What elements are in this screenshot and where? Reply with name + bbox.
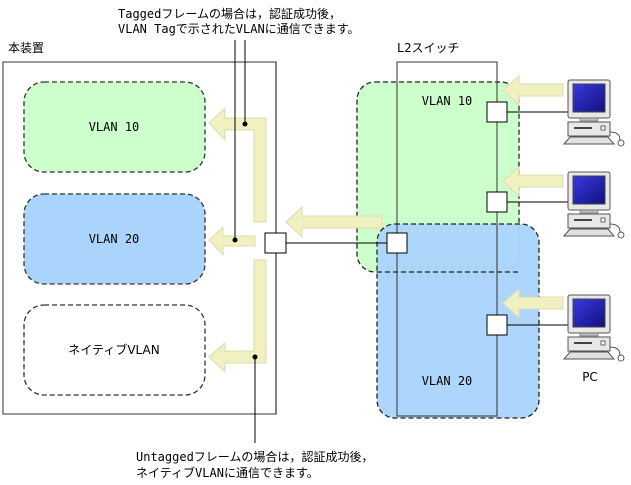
pc-label: PC bbox=[582, 370, 598, 384]
untagged-annotation-line2: ネイティブVLANに通信できます。 bbox=[136, 465, 319, 480]
device-title: 本装置 bbox=[8, 41, 44, 55]
switch-port-1 bbox=[486, 101, 508, 123]
arrow-to-vlan20-icon bbox=[208, 225, 256, 257]
pc-2-icon bbox=[563, 171, 625, 239]
device-vlan20-box bbox=[23, 193, 206, 285]
pc-3-icon bbox=[563, 294, 625, 362]
untagged-annotation-line1: Untaggedフレームの場合は，認証成功後， bbox=[136, 449, 373, 464]
switch-port-2 bbox=[486, 191, 508, 213]
arrow-pc3-icon bbox=[502, 287, 564, 320]
device-native-vlan-label: ネイティブVLAN bbox=[68, 342, 159, 357]
arrow-pc1-icon bbox=[502, 74, 564, 107]
arrow-to-native-vlan-icon bbox=[208, 259, 267, 374]
arrow-to-vlan10-icon bbox=[208, 106, 267, 223]
switch-uplink-port bbox=[386, 232, 408, 254]
device-vlan10-box bbox=[23, 81, 206, 173]
switch-title: L2スイッチ bbox=[397, 41, 459, 55]
device-vlan10-label: VLAN 10 bbox=[89, 120, 140, 134]
callout-dot-vlan10 bbox=[242, 121, 248, 127]
switch-port-3 bbox=[486, 314, 508, 336]
callout-dot-vlan20 bbox=[232, 237, 238, 243]
callout-dot-native bbox=[252, 354, 258, 360]
device-port bbox=[264, 232, 287, 254]
pc-1-icon bbox=[563, 79, 625, 147]
device-native-vlan-box bbox=[23, 304, 206, 396]
tagged-annotation-line2: VLAN Tagで示されたVLANに通信できます。 bbox=[118, 22, 360, 36]
tagged-annotation-line1: Taggedフレームの場合は，認証成功後， bbox=[118, 6, 341, 21]
switch-vlan10-label: VLAN 10 bbox=[422, 94, 473, 108]
arrow-pc2-icon bbox=[502, 165, 564, 198]
arrow-switch-to-device-icon bbox=[285, 205, 383, 239]
switch-vlan20-label: VLAN 20 bbox=[422, 374, 473, 388]
device-vlan20-label: VLAN 20 bbox=[89, 232, 140, 246]
